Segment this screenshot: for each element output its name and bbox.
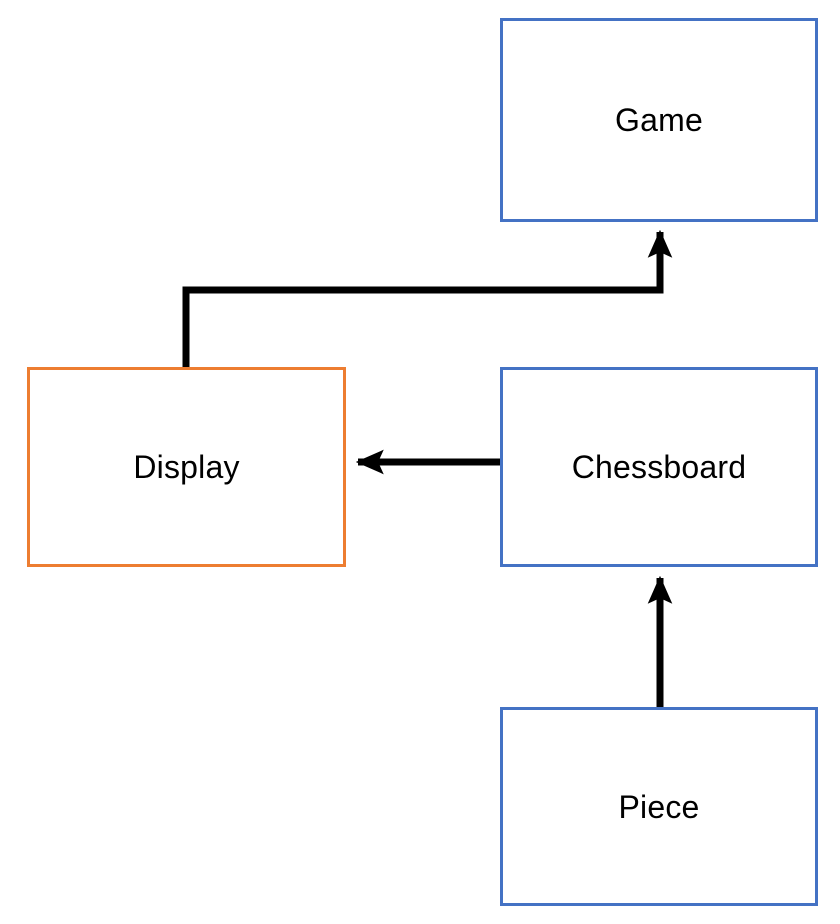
node-chessboard-label: Chessboard [571,449,747,485]
node-piece[interactable]: Piece [500,707,818,906]
node-game-label: Game [615,102,703,138]
connector-display-to-game[interactable] [182,229,673,367]
node-display[interactable]: Display [27,367,346,567]
node-piece-label: Piece [618,788,700,825]
node-chessboard[interactable]: Chessboard [500,367,818,567]
node-game[interactable]: Game [500,18,818,222]
node-display-label: Display [133,449,240,485]
